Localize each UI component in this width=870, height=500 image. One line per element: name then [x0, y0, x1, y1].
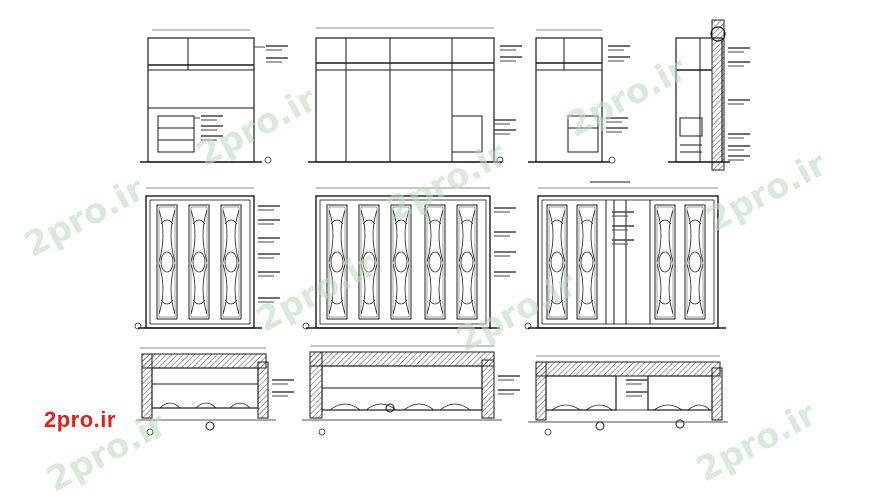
wardrobe-elevation-1: [138, 187, 281, 329]
wardrobe-elevation-3: [528, 181, 726, 329]
wardrobe-elevation-2: [306, 187, 517, 329]
elevation-3-notes: [605, 45, 631, 133]
section-4-notes: [727, 47, 751, 161]
elevation-1-notes: [194, 45, 289, 141]
brand-logo-watermark: 2pro.ir: [44, 407, 116, 432]
wardrobe-elevation-3-notes: [590, 181, 635, 245]
wardrobe-elevation-2-notes: [493, 207, 517, 277]
section-markers: [134, 156, 616, 436]
wardrobe-elevation-1-notes: [257, 205, 281, 303]
elevation-1: [140, 29, 289, 163]
plan-section-1: [136, 347, 295, 431]
elevation-3: [528, 29, 631, 163]
section-4: [668, 19, 751, 171]
plan-section-2: [302, 345, 521, 421]
elevation-2: [308, 27, 523, 163]
plan-section-3: [528, 355, 728, 431]
elevation-2-notes: [493, 45, 523, 135]
cad-drawing-sheet: [134, 19, 751, 436]
